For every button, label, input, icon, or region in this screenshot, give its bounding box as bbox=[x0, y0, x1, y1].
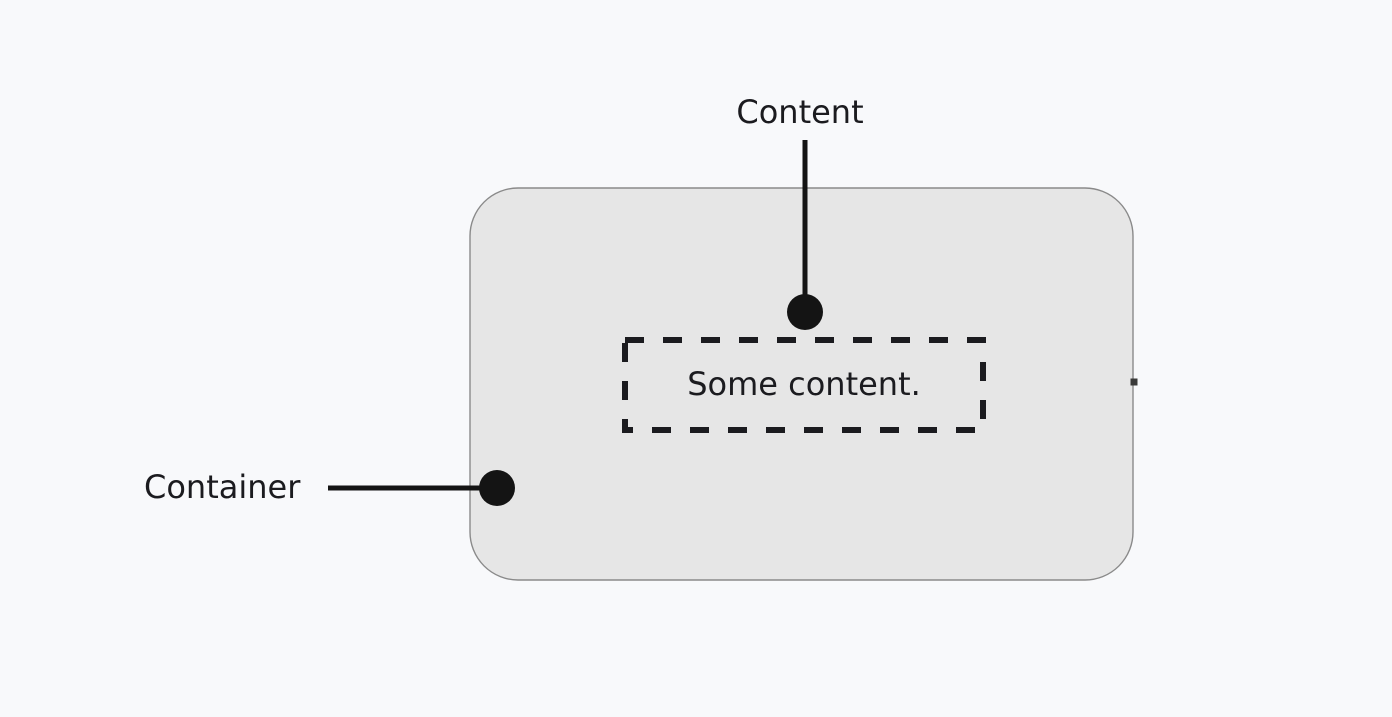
content-box-text: Some content. bbox=[687, 365, 921, 403]
content-annotation-label: Content bbox=[736, 93, 863, 131]
container-anchor-dot[interactable] bbox=[479, 470, 515, 506]
content-anchor-dot[interactable] bbox=[787, 294, 823, 330]
content-box[interactable] bbox=[622, 337, 986, 433]
right-edge-tick-icon bbox=[1130, 378, 1138, 386]
container-annotation-label: Container bbox=[144, 468, 301, 506]
